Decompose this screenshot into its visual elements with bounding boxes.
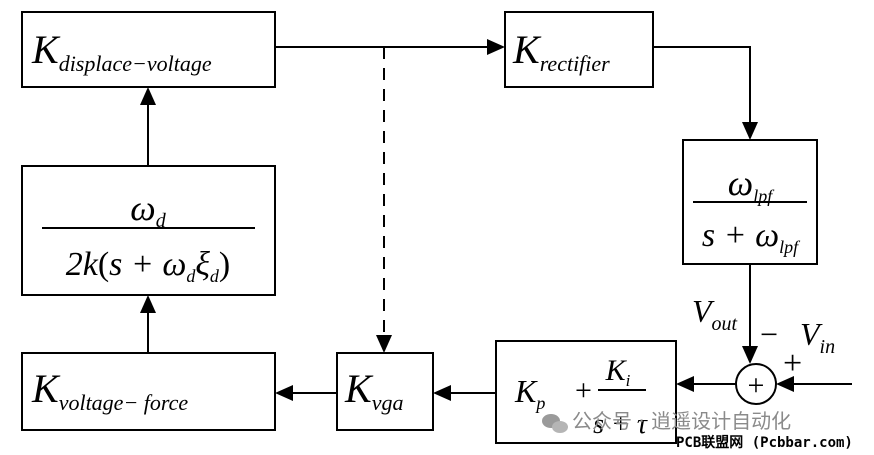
k-subscript: voltage− force: [59, 390, 189, 415]
omega-subscript: d: [186, 266, 196, 286]
arrow-head: [742, 346, 758, 364]
v-subscript: in: [820, 336, 836, 358]
svg-text:Kvga: Kvga: [344, 366, 403, 415]
omega-symbol: ω: [755, 217, 779, 254]
arrow-head: [140, 87, 156, 105]
pi-denominator: s + τ: [593, 409, 648, 440]
omega-subscript: d: [156, 210, 167, 232]
k-symbol: K: [512, 27, 542, 72]
k-symbol: K: [31, 366, 61, 411]
arrow-head: [275, 385, 293, 401]
block-pi-controller: Kp + Ki s + τ: [495, 340, 677, 444]
omega-symbol: ω: [728, 163, 753, 203]
v-symbol: V: [800, 316, 823, 352]
arrow-head: [376, 335, 392, 353]
kp-symbol: K: [514, 373, 538, 409]
svg-text:ωd: ωd: [130, 188, 166, 232]
k-symbol: K: [31, 27, 61, 72]
arrow-head: [742, 122, 758, 140]
signal-line: [653, 46, 751, 122]
xi-subscript: d: [210, 266, 220, 286]
s-term: s +: [109, 246, 162, 283]
svg-text:Ki: Ki: [605, 354, 631, 390]
svg-text:s + ωlpf: s + ωlpf: [702, 217, 801, 257]
ki-symbol: K: [605, 354, 628, 387]
v-symbol: V: [692, 293, 715, 329]
plus-sign: +: [783, 345, 802, 382]
svg-text:Krectifier: Krectifier: [512, 27, 610, 76]
omega-subscript: lpf: [779, 237, 801, 257]
v-subscript: out: [712, 313, 738, 335]
omega-symbol: ω: [162, 246, 186, 283]
ki-subscript: i: [626, 371, 631, 390]
kp-subscript: p: [534, 393, 545, 413]
arrow-head: [776, 376, 794, 392]
arrow-head: [487, 39, 505, 55]
v-in-label: Vin: [800, 316, 835, 358]
omega-symbol: ω: [130, 188, 155, 228]
arrow-head: [676, 376, 694, 392]
minus-sign: −: [760, 316, 778, 352]
arrow-head: [433, 385, 451, 401]
svg-text:Kdisplace−voltage: Kdisplace−voltage: [31, 27, 212, 76]
summing-plus: +: [748, 369, 765, 402]
k-subscript: rectifier: [540, 51, 610, 76]
k-symbol: K: [344, 366, 374, 411]
plus-sign: +: [575, 374, 592, 407]
watermark: 公众号 · 逍遥设计自动化 PCB联盟网 (Pcbbar.com): [542, 409, 853, 451]
open-paren: (: [98, 246, 109, 283]
svg-text:Kvoltage− force: Kvoltage− force: [31, 366, 188, 415]
summing-junction: +: [735, 363, 777, 405]
block-k-voltage-force: Kvoltage− force: [21, 352, 276, 431]
arrow-head: [140, 295, 156, 313]
block-k-vga: Kvga: [336, 352, 434, 431]
k-subscript: vga: [372, 390, 404, 415]
s-term: s +: [702, 217, 755, 254]
watermark-line-2: PCB联盟网 (Pcbbar.com): [676, 435, 853, 451]
block-k-displace-voltage: Kdisplace−voltage: [21, 11, 276, 88]
k-subscript: displace−voltage: [59, 51, 212, 76]
den-prefix: 2k: [66, 246, 99, 283]
v-out-label: Vout: [692, 293, 738, 335]
watermark-line-1: 公众号 · 逍遥设计自动化: [572, 409, 791, 433]
block-k-rectifier: Krectifier: [504, 11, 654, 88]
block-low-pass-filter: ωlpf s + ωlpf: [682, 139, 818, 265]
svg-text:2k(s + ωdξd): 2k(s + ωdξd): [66, 246, 231, 286]
close-paren: ): [219, 246, 230, 283]
block-plant-transfer-function: ωd 2k(s + ωdξd): [21, 165, 276, 296]
svg-text:Kp: Kp: [514, 373, 545, 413]
wechat-icon: [542, 414, 568, 433]
xi-symbol: ξ: [195, 246, 210, 283]
